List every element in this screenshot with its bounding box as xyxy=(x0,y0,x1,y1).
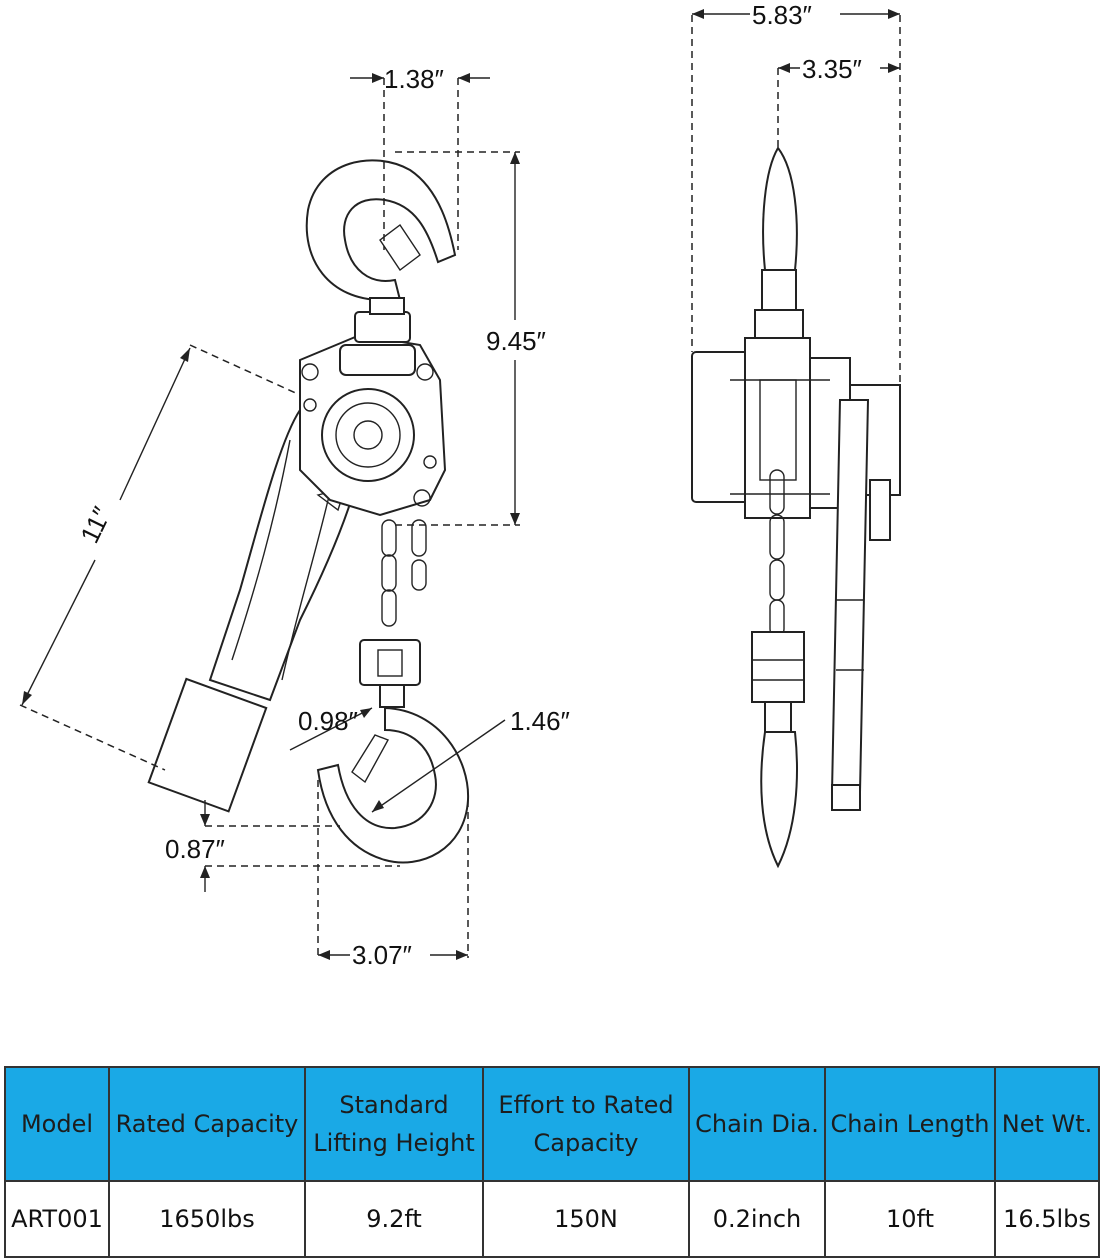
side-view: 5.83″ 3.35″ xyxy=(691,0,901,869)
load-chain xyxy=(381,519,427,627)
dim-top-width-left: 1.38″ xyxy=(384,64,444,94)
cell-model: ART001 xyxy=(4,1180,110,1258)
dim-hook-throat: 0.98″ xyxy=(298,706,358,736)
cell-effort: 150N xyxy=(482,1180,690,1258)
dim-height: 9.45″ xyxy=(486,326,546,356)
cell-chain-dia: 0.2inch xyxy=(688,1180,826,1258)
dim-side-inner-width: 3.35″ xyxy=(802,54,862,84)
handle-grip xyxy=(147,677,268,813)
dim-side-total-width: 5.83″ xyxy=(752,0,812,30)
side-bottom-hook xyxy=(760,731,798,869)
dim-handle-length: 11″ xyxy=(74,502,117,548)
table-row: ART001 1650lbs 9.2ft 150N 0.2inch 10ft 1… xyxy=(4,1180,1100,1258)
dim-hook-opening: 3.07″ xyxy=(352,940,412,970)
hoist-dimension-drawing: 1.38″ 9.45″ 11″ 0.98″ 1.46″ 0.87″ xyxy=(19,0,901,970)
dim-bottom-offset: 0.87″ xyxy=(165,834,225,864)
top-hook xyxy=(305,159,457,301)
side-top-hook xyxy=(762,146,798,271)
header-chain-length: Chain Length xyxy=(824,1066,996,1182)
header-rated-capacity: Rated Capacity xyxy=(108,1066,306,1182)
side-bottom-block xyxy=(751,631,805,703)
front-view: 1.38″ 9.45″ 11″ 0.98″ 1.46″ 0.87″ xyxy=(19,64,570,970)
bottom-hook xyxy=(316,706,470,864)
cell-rated-capacity: 1650lbs xyxy=(108,1180,306,1258)
cell-net-wt: 16.5lbs xyxy=(994,1180,1100,1258)
header-model: Model xyxy=(4,1066,110,1182)
bottom-block xyxy=(359,639,421,686)
cell-lifting-height: 9.2ft xyxy=(304,1180,484,1258)
dim-hook-width: 1.46″ xyxy=(510,706,570,736)
header-net-wt: Net Wt. xyxy=(994,1066,1100,1182)
cell-chain-length: 10ft xyxy=(824,1180,996,1258)
header-chain-dia: Chain Dia. xyxy=(688,1066,826,1182)
